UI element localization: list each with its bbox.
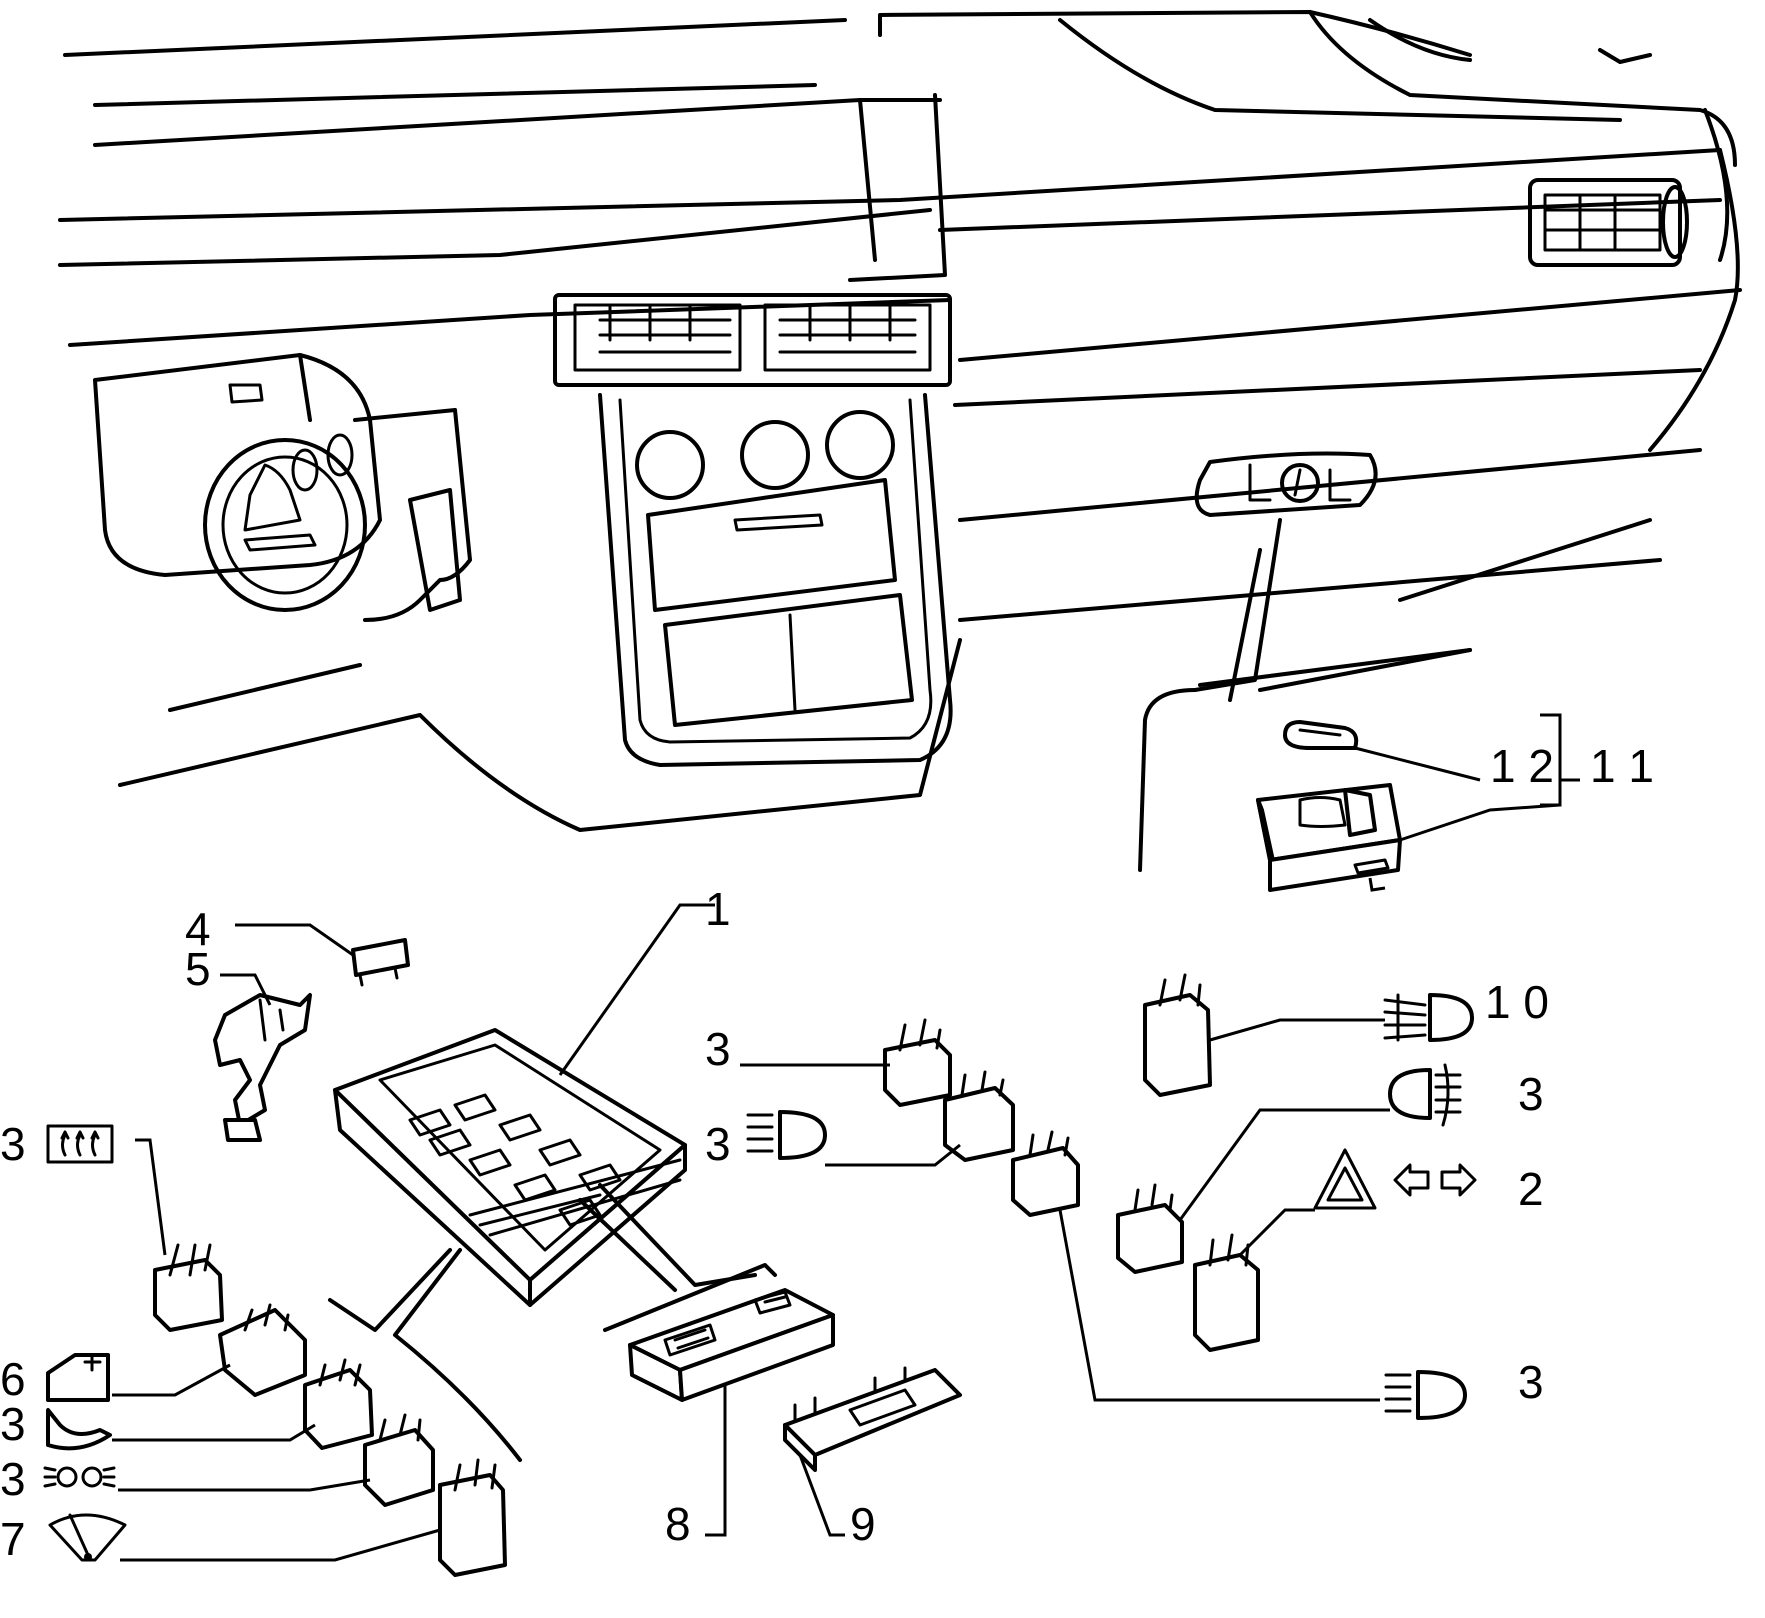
relay-center-3 bbox=[1011, 1130, 1380, 1402]
relay-hazard bbox=[1193, 1208, 1315, 1352]
callout-3-side-lights: 3 bbox=[0, 1453, 26, 1505]
callout-1: 1 bbox=[705, 883, 731, 935]
diode-4: 4 bbox=[185, 903, 410, 987]
horn-icon bbox=[46, 1408, 112, 1451]
relay-door-lock bbox=[112, 1303, 307, 1397]
relay-fog bbox=[1143, 973, 1385, 1097]
rear-defrost-icon bbox=[46, 1124, 114, 1164]
callout-4: 4 bbox=[185, 903, 211, 955]
callout-10: 1 0 bbox=[1485, 976, 1549, 1028]
callout-3-headlight: 3 bbox=[1518, 1356, 1544, 1408]
callout-12: 1 2 bbox=[1490, 740, 1554, 792]
callout-7: 7 bbox=[0, 1513, 26, 1565]
callout-3-horn: 3 bbox=[0, 1398, 26, 1450]
relay-rear-defrost bbox=[135, 1138, 224, 1332]
glovebox-lamp-assembly: 1 2 1 1 bbox=[1256, 713, 1654, 892]
clip-5: 5 bbox=[185, 943, 312, 1142]
bracket-9: 9 bbox=[783, 1366, 962, 1550]
callout-3-center-upper: 3 bbox=[705, 1023, 731, 1075]
callout-2: 2 bbox=[1518, 1163, 1544, 1215]
relay-center-2 bbox=[825, 1070, 1015, 1167]
wiper-icon bbox=[48, 1513, 127, 1562]
callout-9: 9 bbox=[850, 1498, 876, 1550]
relay-wiper bbox=[120, 1458, 507, 1577]
low-beam-icon bbox=[746, 1110, 827, 1160]
switch-unit-8: 8 bbox=[603, 1263, 835, 1550]
callout-6: 6 bbox=[0, 1353, 26, 1405]
side-lights-icon bbox=[43, 1466, 116, 1488]
callout-3-rear-defrost: 3 bbox=[0, 1118, 26, 1170]
door-lock-icon bbox=[46, 1353, 110, 1402]
rear-fog-icon bbox=[1388, 1063, 1462, 1127]
headlight-icon bbox=[1384, 1370, 1467, 1420]
relay-horn bbox=[112, 1358, 374, 1450]
turn-signal-icon bbox=[1393, 1163, 1477, 1197]
callout-3-center-lower: 3 bbox=[705, 1118, 731, 1170]
callout-11: 1 1 bbox=[1590, 740, 1654, 792]
callout-3-rear-fog: 3 bbox=[1518, 1068, 1544, 1120]
fuse-box: 1 bbox=[328, 883, 757, 1462]
relay-rear-fog bbox=[1116, 1108, 1390, 1274]
relay-side-lights bbox=[118, 1413, 435, 1507]
dashboard bbox=[58, 10, 1742, 872]
callout-8: 8 bbox=[665, 1498, 691, 1550]
hazard-icon bbox=[1313, 1148, 1377, 1210]
fog-light-icon bbox=[1383, 993, 1474, 1042]
relay-center-1 bbox=[740, 1018, 952, 1107]
callout-5: 5 bbox=[185, 943, 211, 995]
